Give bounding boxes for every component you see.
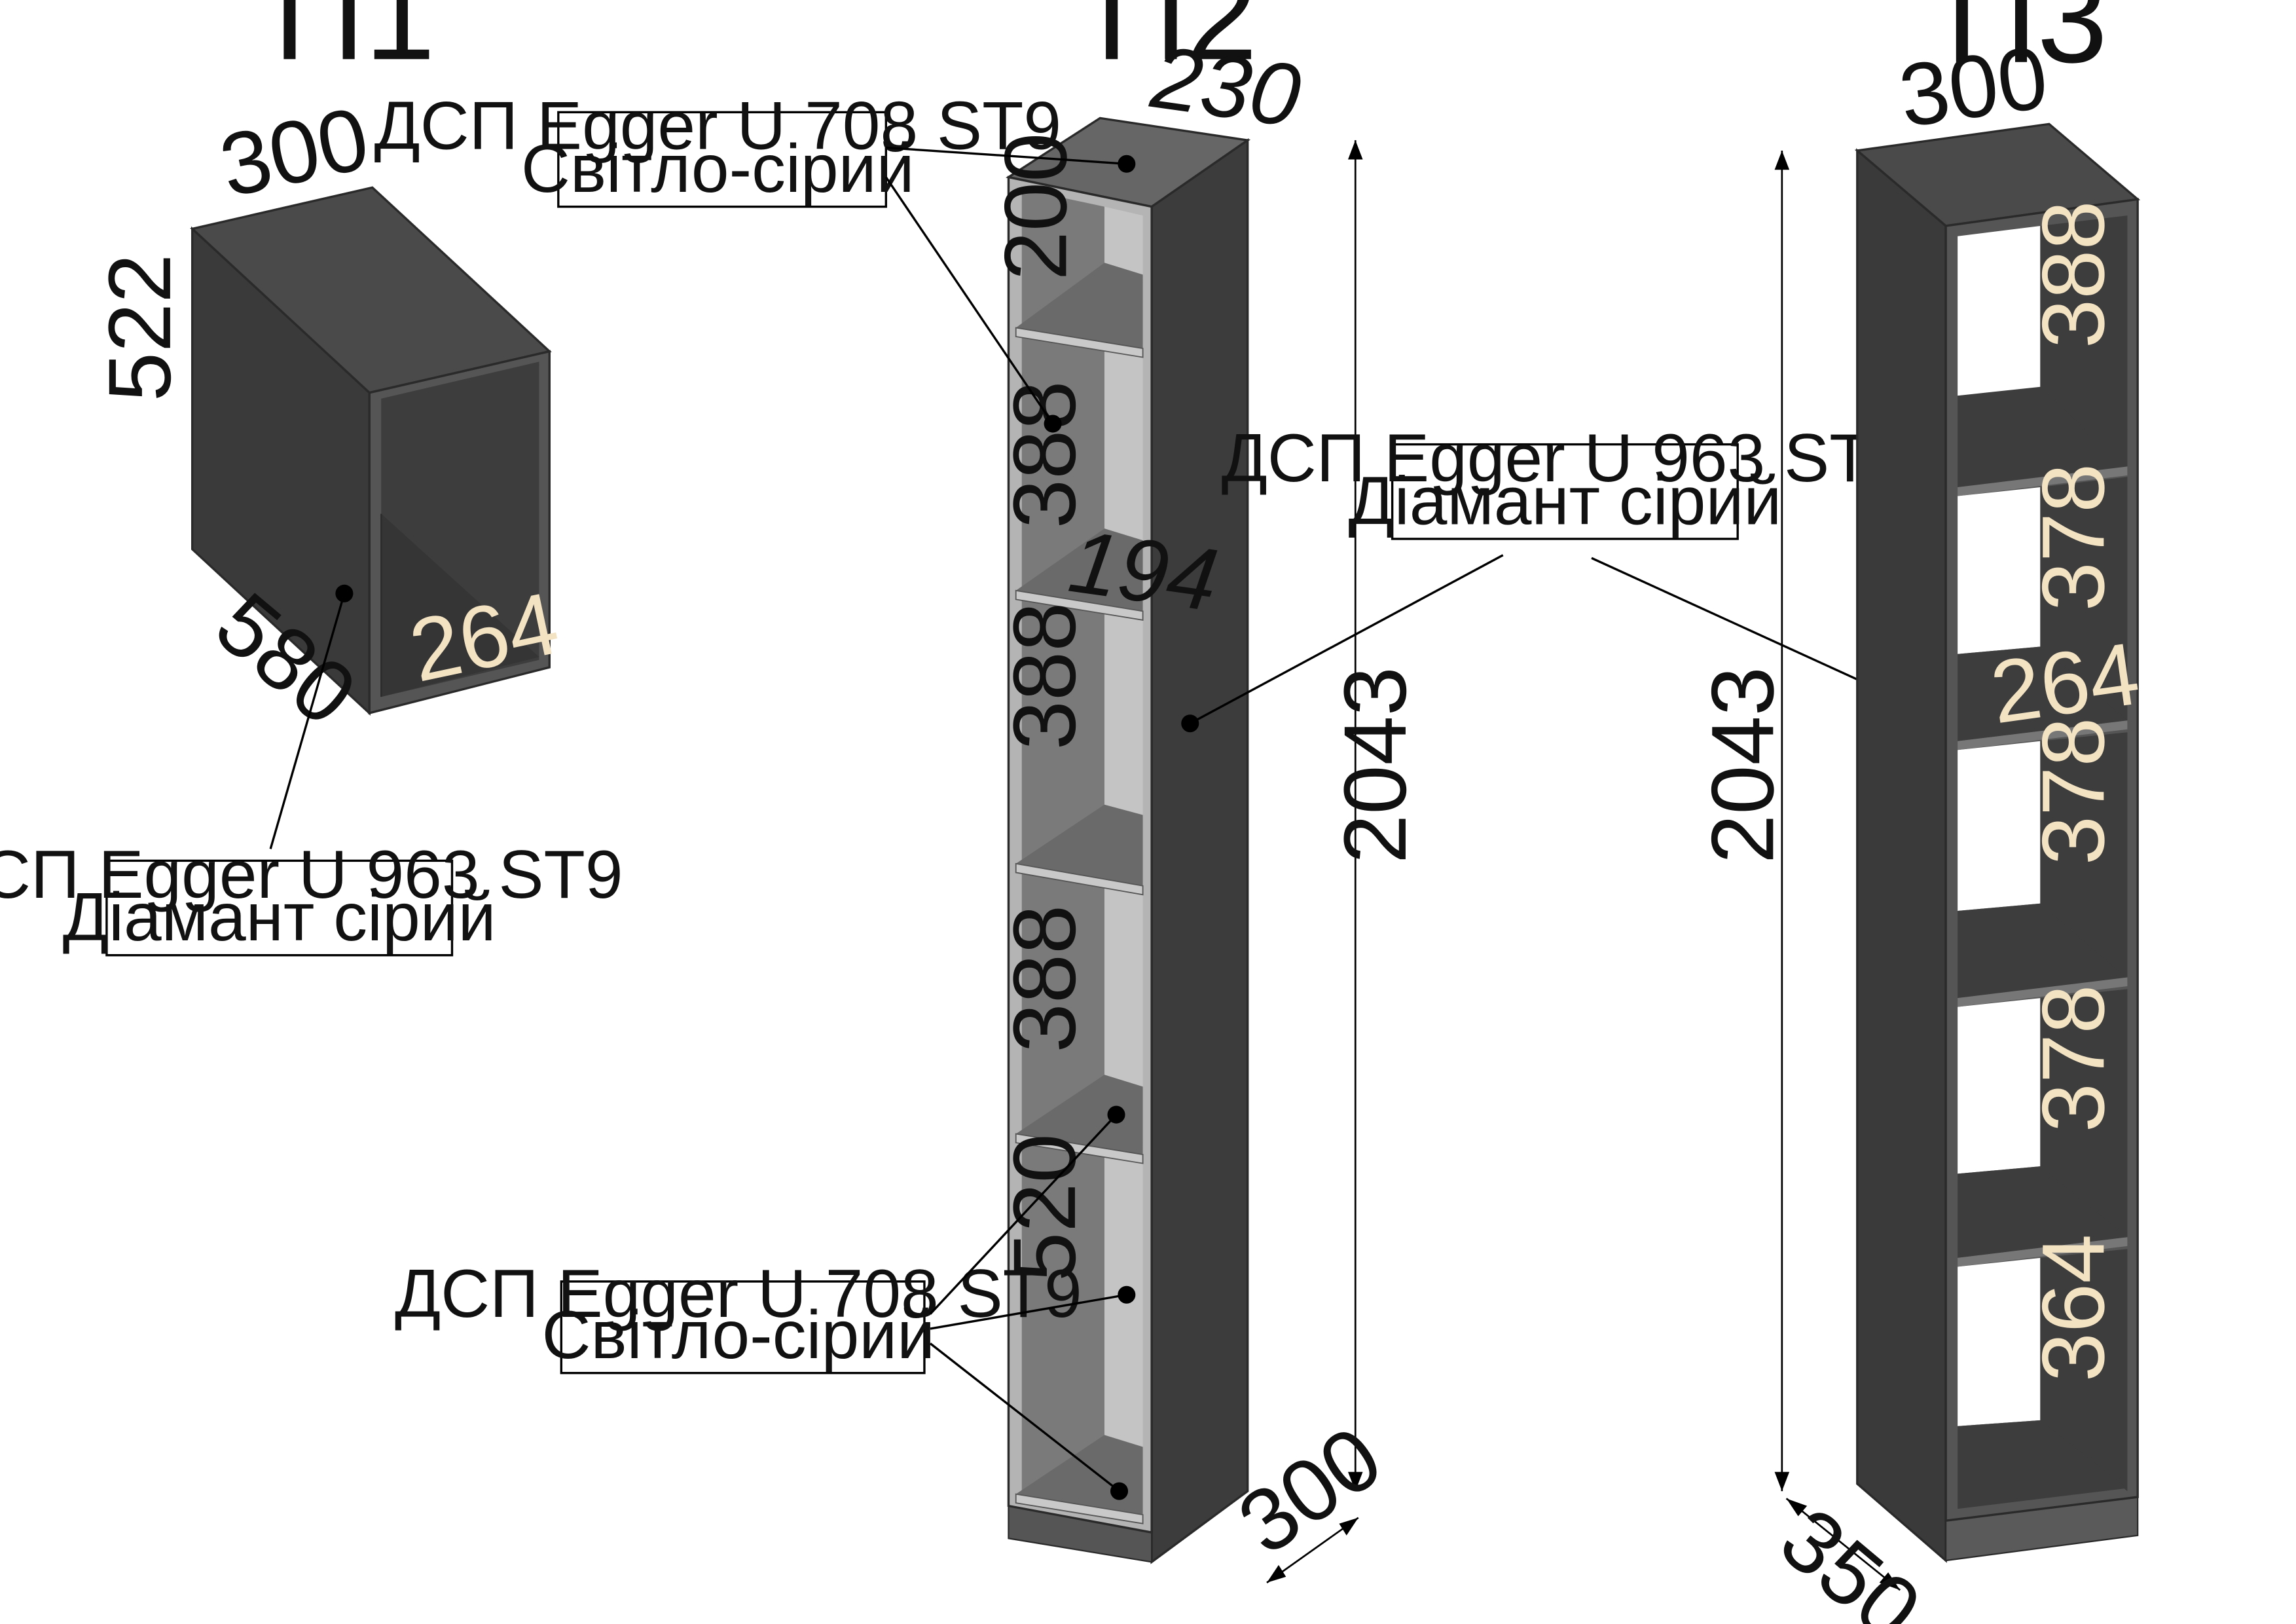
- dim-p1-height: 522: [90, 254, 189, 402]
- title-p3: П3: [1946, 0, 2107, 90]
- label-p1-line2: Діамант сірий: [63, 879, 496, 955]
- callout-line-p1: [269, 593, 346, 849]
- cabinet-p3: [1854, 122, 2141, 1563]
- label-shared-line1: ДСП Egger U 963 ST9: [1222, 420, 1909, 496]
- label-p2-bottom-light: ДСП Egger U 708 ST9 Світло-сірий: [395, 1255, 1082, 1375]
- callout-dot-p1: [335, 584, 354, 602]
- callout-dot-p2-side: [1118, 1285, 1136, 1304]
- callout-dot-p2-shelf: [1107, 1105, 1125, 1124]
- label-shared-line2: Діамант сірий: [1348, 462, 1781, 538]
- dim-p2-height: 2043: [1326, 667, 1425, 864]
- callout-line-p2-bottom-a: [929, 1114, 1118, 1315]
- callout-dot-p2-top: [1118, 155, 1136, 173]
- label-shared-dark: ДСП Egger U 963 ST9 Діамант сірий: [1222, 420, 1909, 540]
- dim-p3-s3: 378: [2024, 717, 2123, 865]
- dim-p3-inner: 264: [1985, 624, 2145, 743]
- label-p2-top-line2: Світло-сірий: [521, 130, 914, 206]
- callout-dot-p2-bottom: [1110, 1482, 1129, 1500]
- dim-p2-shelf3: 388: [995, 602, 1094, 750]
- title-p1: П1: [274, 0, 435, 86]
- callout-dot-shared-p2: [1181, 714, 1199, 733]
- dim-p3-top: 300: [1893, 28, 2054, 146]
- dim-p3-s4: 378: [2024, 985, 2123, 1133]
- cabinet-p2: [1006, 117, 1251, 1564]
- dim-p3-s2: 378: [2024, 464, 2123, 612]
- dim-p2-inner-depth: 194: [1063, 511, 1224, 630]
- dim-p2-shelf5: 520: [995, 1134, 1094, 1282]
- title-p2: П2: [1095, 0, 1257, 86]
- dim-p3-s1: 388: [2024, 200, 2123, 348]
- dim-line-p3-depth: [1785, 1498, 1901, 1591]
- callout-line-p2-top-b: [884, 176, 1054, 425]
- dim-p2-top: 230: [1146, 27, 1306, 145]
- dim-p2-shelf4: 388: [995, 905, 1094, 1053]
- dim-p3-s5: 364: [2024, 1234, 2123, 1382]
- label-p2-bottom-line1: ДСП Egger U 708 ST9: [395, 1255, 1082, 1331]
- callout-line-shared-p2: [1189, 554, 1504, 725]
- label-p1-dark: ДСП Egger U 963 ST9 Діамант сірий: [0, 836, 623, 957]
- callout-line-p2-bottom-b: [930, 1293, 1127, 1330]
- label-p2-bottom-line2: Світло-сірий: [542, 1297, 935, 1373]
- dim-p2-shelf2: 388: [995, 380, 1094, 528]
- callout-dot-p2-back: [1044, 415, 1062, 433]
- dim-p3-height: 2043: [1693, 667, 1792, 864]
- callout-line-p2-bottom-c: [929, 1342, 1120, 1492]
- label-p2-top-light: ДСП Egger U 708 ST9 Світло-сірий: [374, 88, 1061, 208]
- cabinet-p1: [190, 186, 552, 716]
- callout-line-p2-top-a: [886, 146, 1127, 165]
- label-p1-line1: ДСП Egger U 963 ST9: [0, 836, 623, 912]
